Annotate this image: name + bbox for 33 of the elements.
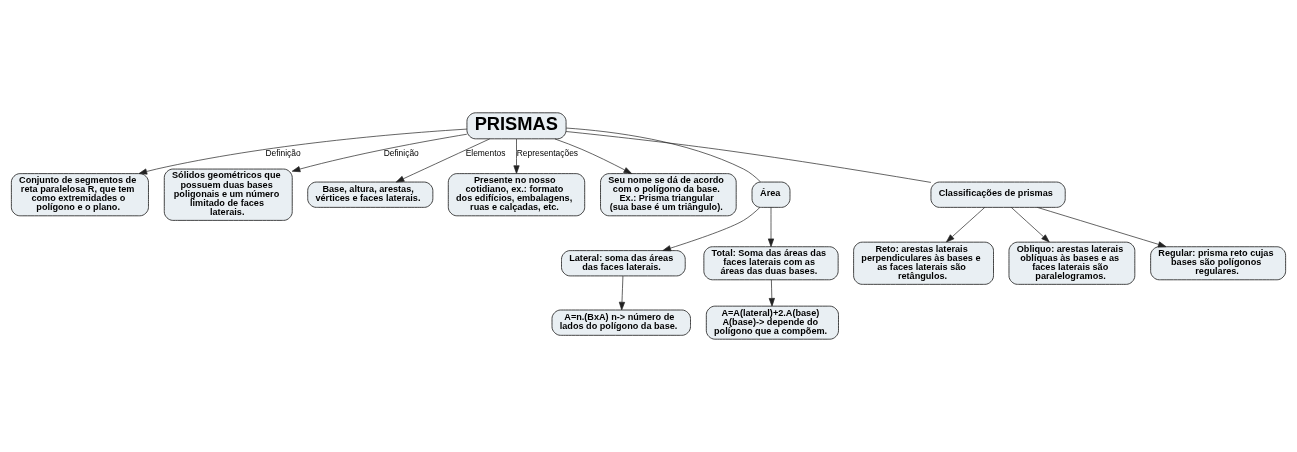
node-box: PRISMAS	[466, 112, 567, 140]
node-box: Base, altura, arestas, vértices e faces laterais.	[307, 181, 434, 208]
node-box: Sólidos geométricos que possuem duas bases poligonais e um número limitado de faces laterais.	[163, 168, 293, 221]
arrow	[513, 138, 520, 174]
node-box: Conjunto de segmentos de reta paralelosa R, que tem como extremidades o polígono e o plano.	[10, 173, 149, 217]
arrow	[291, 133, 468, 173]
node-box: Regular: prisma reto cujas bases são polígonos regulares.	[1150, 246, 1287, 281]
connector	[565, 127, 761, 183]
arrow	[768, 279, 775, 307]
arrow	[554, 138, 632, 174]
node-box: Classificações de prismas	[930, 181, 1066, 208]
node-box: A=n.(BxA) n-> número de lados do polígono da base.	[551, 309, 691, 336]
edge-label: Representações	[516, 148, 579, 159]
arrow	[767, 207, 775, 247]
node-box: A=A(lateral)+2.A(base) A(base)-> depende do polígono que a compõem.	[705, 305, 839, 340]
connector	[565, 131, 932, 183]
node-box: Lateral: soma das áreas das faces laterais.	[561, 250, 686, 277]
node-box: Total: Soma das áreas das faces laterais com as áreas das duas bases.	[703, 246, 839, 281]
arrow	[1010, 207, 1050, 243]
edge-label: Definição	[383, 148, 419, 159]
node-box: Área	[751, 181, 791, 208]
arrow	[618, 275, 626, 311]
arrow	[138, 128, 468, 175]
arrow	[1037, 207, 1167, 248]
node-box: Presente no nosso cotidiano, ex.: formato dos edifícios, embalagens, ruas e calçadas, etc.	[447, 173, 586, 217]
arrow	[395, 138, 491, 183]
arrow	[662, 207, 761, 252]
edge-label: Definição	[265, 148, 301, 159]
node-box: Seu nome se dá de acordo com o polígono da base. Ex.: Prisma triangular (sua base é um triângulo).	[600, 173, 737, 217]
node-box: Reto: arestas laterais perpendiculares às bases e as faces laterais são retângulos.	[853, 241, 994, 285]
node-box: Obliquo: arestas laterais oblíquas às bases e as faces laterais são paralelogramos.	[1008, 241, 1136, 285]
arrow	[946, 207, 986, 243]
edge-label: Elementos	[465, 148, 506, 159]
